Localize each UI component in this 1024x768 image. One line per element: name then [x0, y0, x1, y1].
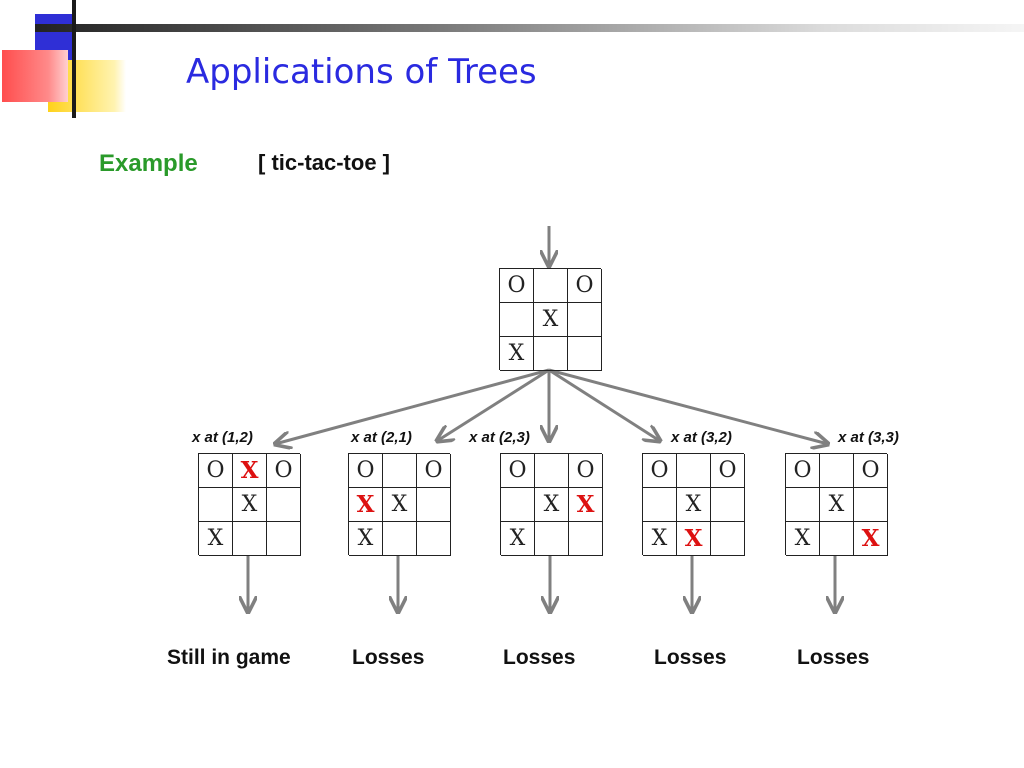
move-label-2: x at (2,1): [351, 429, 412, 446]
edge-to-child-5: [548, 368, 828, 444]
child-3-cell-2-1: [501, 488, 535, 522]
child-2-cell-1-1: O: [349, 454, 383, 488]
child-2-cell-3-2: [383, 522, 417, 556]
root-cell-3-3: [568, 337, 602, 371]
root-cell-3-1: X: [500, 337, 534, 371]
child-4-cell-1-2: [677, 454, 711, 488]
edge-to-child-1: [275, 368, 550, 444]
child-3-cell-3-2: [535, 522, 569, 556]
move-label-4: x at (3,2): [671, 429, 732, 446]
child-5-cell-1-2: [820, 454, 854, 488]
child-2-cell-2-1: X: [349, 488, 383, 522]
child-4-cell-3-2: X: [677, 522, 711, 556]
child-1-cell-1-2: X: [233, 454, 267, 488]
child-5-cell-2-2: X: [820, 488, 854, 522]
child-1-cell-1-3: O: [267, 454, 301, 488]
root-cell-1-2: [534, 269, 568, 303]
move-label-1: x at (1,2): [192, 429, 253, 446]
example-label: Example: [99, 150, 198, 177]
child-4-cell-1-3: O: [711, 454, 745, 488]
outcome-5: Losses: [797, 646, 870, 669]
child-1-cell-3-2: [233, 522, 267, 556]
child-5-cell-2-3: [854, 488, 888, 522]
child-1-cell-2-3: [267, 488, 301, 522]
child-3-cell-2-3: X: [569, 488, 603, 522]
child-4-cell-3-1: X: [643, 522, 677, 556]
slide-title: Applications of Trees: [186, 52, 537, 92]
child-2-cell-2-3: [417, 488, 451, 522]
child-5-cell-1-3: O: [854, 454, 888, 488]
root-cell-2-2: X: [534, 303, 568, 337]
child-1-cell-3-3: [267, 522, 301, 556]
child-3-cell-2-2: X: [535, 488, 569, 522]
child-3-cell-1-1: O: [501, 454, 535, 488]
child-2-cell-2-2: X: [383, 488, 417, 522]
child-2-cell-1-3: O: [417, 454, 451, 488]
child-2-cell-1-2: [383, 454, 417, 488]
child-5-cell-1-1: O: [786, 454, 820, 488]
edge-to-child-2: [437, 368, 550, 441]
child-4-cell-2-1: [643, 488, 677, 522]
child-3-cell-3-3: [569, 522, 603, 556]
child-4-cell-2-2: X: [677, 488, 711, 522]
child-3-cell-1-3: O: [569, 454, 603, 488]
child-2-cell-3-3: [417, 522, 451, 556]
move-label-3: x at (2,3): [469, 429, 530, 446]
outcome-3: Losses: [503, 646, 576, 669]
child-4-cell-1-1: O: [643, 454, 677, 488]
corner-red-square: [2, 50, 68, 102]
outcome-1: Still in game: [167, 646, 291, 669]
outcome-4: Losses: [654, 646, 727, 669]
child-4-cell-2-3: [711, 488, 745, 522]
root-cell-2-1: [500, 303, 534, 337]
example-topic: [ tic-tac-toe ]: [258, 150, 390, 175]
child-3-cell-1-2: [535, 454, 569, 488]
header-bar: [35, 24, 1024, 32]
child-3-cell-3-1: X: [501, 522, 535, 556]
root-cell-2-3: [568, 303, 602, 337]
edge-to-child-4: [548, 368, 660, 441]
child-5-cell-2-1: [786, 488, 820, 522]
child-1-cell-2-1: [199, 488, 233, 522]
child-5-cell-3-1: X: [786, 522, 820, 556]
root-cell-3-2: [534, 337, 568, 371]
child-1-cell-2-2: X: [233, 488, 267, 522]
root-cell-1-3: O: [568, 269, 602, 303]
outcome-2: Losses: [352, 646, 425, 669]
child-2-cell-3-1: X: [349, 522, 383, 556]
root-cell-1-1: O: [500, 269, 534, 303]
child-5-cell-3-2: [820, 522, 854, 556]
child-1-cell-3-1: X: [199, 522, 233, 556]
child-1-cell-1-1: O: [199, 454, 233, 488]
move-label-5: x at (3,3): [838, 429, 899, 446]
child-4-cell-3-3: [711, 522, 745, 556]
child-5-cell-3-3: X: [854, 522, 888, 556]
vertical-rule: [72, 0, 76, 118]
